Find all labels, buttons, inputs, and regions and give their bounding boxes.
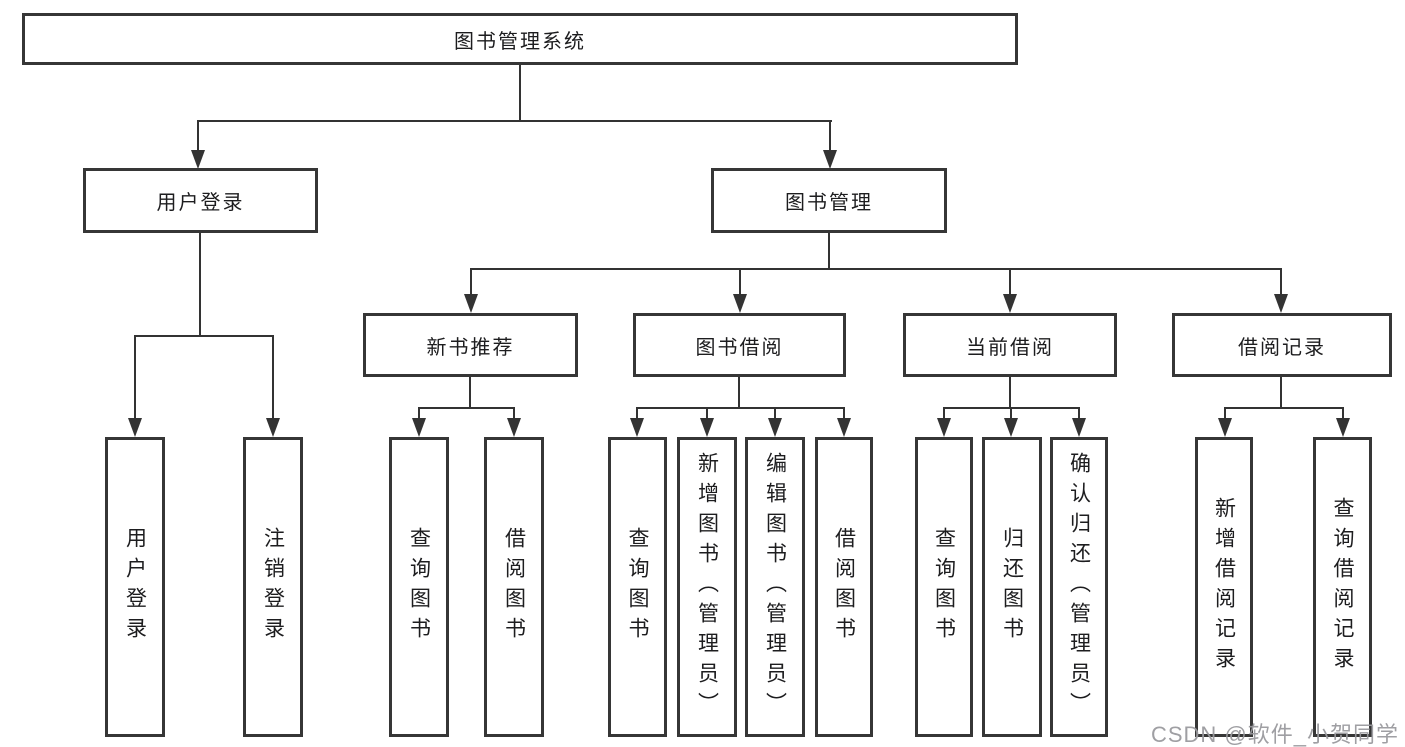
connector-line	[739, 268, 741, 296]
connector-line	[843, 407, 845, 420]
connector-line	[418, 407, 515, 409]
node-return-books: 归还图书	[982, 437, 1042, 737]
arrow-down-icon	[464, 294, 478, 313]
node-current-borrowing: 当前借阅	[903, 313, 1117, 377]
arrow-down-icon	[128, 418, 142, 437]
connector-line	[1224, 407, 1344, 409]
connector-line	[943, 407, 945, 420]
node-book-borrowing: 图书借阅	[633, 313, 846, 377]
node-add-borrow-record: 新增借阅记录	[1195, 437, 1253, 737]
arrow-down-icon	[823, 150, 837, 169]
arrow-down-icon	[733, 294, 747, 313]
node-query-books-recommend: 查询图书	[389, 437, 449, 737]
arrow-down-icon	[1274, 294, 1288, 313]
node-confirm-return-admin: 确认归还（管理员）	[1050, 437, 1108, 737]
node-edit-books-admin: 编辑图书（管理员）	[745, 437, 805, 737]
arrow-down-icon	[1004, 418, 1018, 437]
node-library-management-system: 图书管理系统	[22, 13, 1018, 65]
arrow-down-icon	[768, 418, 782, 437]
connector-line	[470, 268, 1282, 270]
connector-line	[1342, 407, 1344, 420]
arrow-down-icon	[837, 418, 851, 437]
node-borrowing-records: 借阅记录	[1172, 313, 1392, 377]
connector-line	[1078, 407, 1080, 420]
connector-line	[774, 407, 776, 420]
connector-line	[199, 233, 201, 337]
connector-line	[738, 377, 740, 409]
connector-line	[134, 335, 274, 337]
connector-line	[513, 407, 515, 420]
node-query-books-borrowing: 查询图书	[608, 437, 667, 737]
arrow-down-icon	[937, 418, 951, 437]
arrow-down-icon	[412, 418, 426, 437]
arrow-down-icon	[700, 418, 714, 437]
connector-line	[197, 120, 832, 122]
connector-line	[1010, 407, 1012, 420]
node-new-book-recommend: 新书推荐	[363, 313, 578, 377]
arrow-down-icon	[1218, 418, 1232, 437]
connector-line	[272, 335, 274, 419]
connector-line	[829, 120, 831, 153]
arrow-down-icon	[191, 150, 205, 169]
connector-line	[134, 335, 136, 419]
arrow-down-icon	[1003, 294, 1017, 313]
node-book-management: 图书管理	[711, 168, 947, 233]
node-borrow-books-recommend: 借阅图书	[484, 437, 544, 737]
arrow-down-icon	[507, 418, 521, 437]
node-query-borrow-record: 查询借阅记录	[1313, 437, 1372, 737]
node-borrow-books-borrowing: 借阅图书	[815, 437, 873, 737]
arrow-down-icon	[1072, 418, 1086, 437]
node-user-login-group: 用户登录	[83, 168, 318, 233]
connector-line	[636, 407, 845, 409]
connector-line	[1280, 268, 1282, 296]
connector-line	[1009, 377, 1011, 409]
connector-line	[469, 377, 471, 409]
connector-line	[636, 407, 638, 420]
connector-line	[519, 65, 521, 122]
node-query-books-current: 查询图书	[915, 437, 973, 737]
connector-line	[1280, 377, 1282, 409]
arrow-down-icon	[1336, 418, 1350, 437]
connector-line	[470, 268, 472, 296]
connector-line	[197, 120, 199, 153]
node-logout-login: 注销登录	[243, 437, 303, 737]
connector-line	[828, 233, 830, 270]
connector-line	[1224, 407, 1226, 420]
arrow-down-icon	[266, 418, 280, 437]
arrow-down-icon	[630, 418, 644, 437]
connector-line	[418, 407, 420, 420]
node-add-books-admin: 新增图书（管理员）	[677, 437, 737, 737]
connector-line	[1009, 268, 1011, 296]
node-user-login: 用户登录	[105, 437, 165, 737]
watermark: CSDN @软件_小贺同学	[1150, 722, 1399, 747]
connector-line	[706, 407, 708, 420]
